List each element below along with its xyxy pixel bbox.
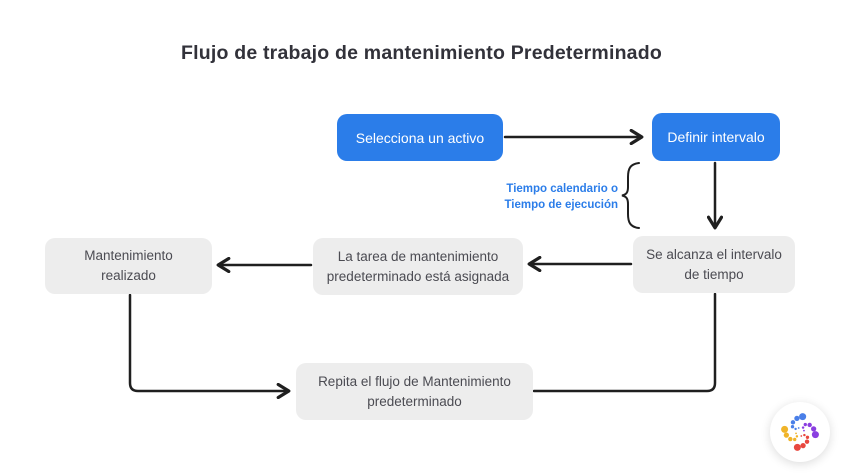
node-maintenance-done-label: Mantenimiento realizado: [84, 248, 173, 283]
connector-repeat-to-interval: [532, 292, 717, 393]
edge-annotation: Tiempo calendario o Tiempo de ejecución: [468, 181, 618, 213]
node-repeat-flow-label: Repita el flujo de Mantenimiento predete…: [318, 373, 511, 409]
node-interval-reached: Se alcanza el intervalo de tiempo: [633, 236, 795, 293]
edge-annotation-line1: Tiempo calendario o: [506, 183, 618, 195]
fracttal-spiral-logo-icon: [781, 413, 819, 451]
edge-annotation-line2: Tiempo de ejecución: [504, 199, 618, 211]
node-select-asset-label: Selecciona un activo: [355, 129, 485, 146]
node-task-assigned-label: La tarea de mantenimiento predeterminado…: [326, 248, 510, 284]
node-task-assigned: La tarea de mantenimiento predeterminado…: [313, 238, 523, 295]
node-interval-reached-label: Se alcanza el intervalo de tiempo: [646, 246, 782, 282]
node-repeat-flow: Repita el flujo de Mantenimiento predete…: [296, 363, 533, 420]
node-maintenance-done: Mantenimiento realizado: [45, 238, 212, 294]
node-define-interval-label: Definir intervalo: [667, 129, 765, 145]
logo-badge: [770, 402, 830, 462]
node-define-interval: Definir intervalo: [652, 113, 780, 161]
page-title: Flujo de trabajo de mantenimiento Predet…: [181, 42, 662, 64]
connector-done-to-repeat: [128, 293, 291, 400]
node-select-asset: Selecciona un activo: [337, 114, 503, 161]
curly-brace-icon: [621, 162, 640, 229]
